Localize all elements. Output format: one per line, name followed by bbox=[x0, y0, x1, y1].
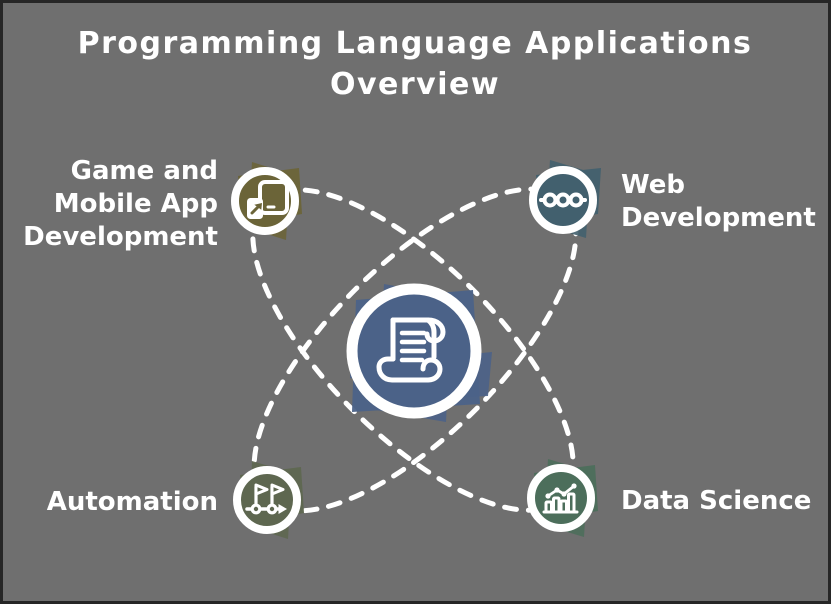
center-node bbox=[346, 283, 492, 422]
node-web bbox=[529, 160, 601, 238]
label-web-development: Web Development bbox=[621, 170, 816, 233]
bar-chart-trend-icon bbox=[542, 483, 579, 514]
label-data-science: Data Science bbox=[621, 486, 812, 516]
diagram-stage bbox=[231, 160, 601, 539]
scroll-icon bbox=[376, 317, 446, 383]
label-game-mobile: Game and Mobile App Development bbox=[23, 156, 218, 252]
devices-icon bbox=[247, 180, 289, 219]
milestone-flags-icon bbox=[245, 483, 287, 515]
node-circle-automation bbox=[233, 466, 301, 534]
node-data-science bbox=[527, 459, 598, 537]
linked-nodes-icon bbox=[539, 192, 587, 208]
page-title: Programming Language Applications Overvi… bbox=[77, 26, 753, 102]
label-automation: Automation bbox=[46, 487, 218, 517]
node-circle-data-science bbox=[527, 464, 595, 532]
node-automation bbox=[233, 461, 304, 539]
node-game-mobile bbox=[231, 162, 302, 240]
